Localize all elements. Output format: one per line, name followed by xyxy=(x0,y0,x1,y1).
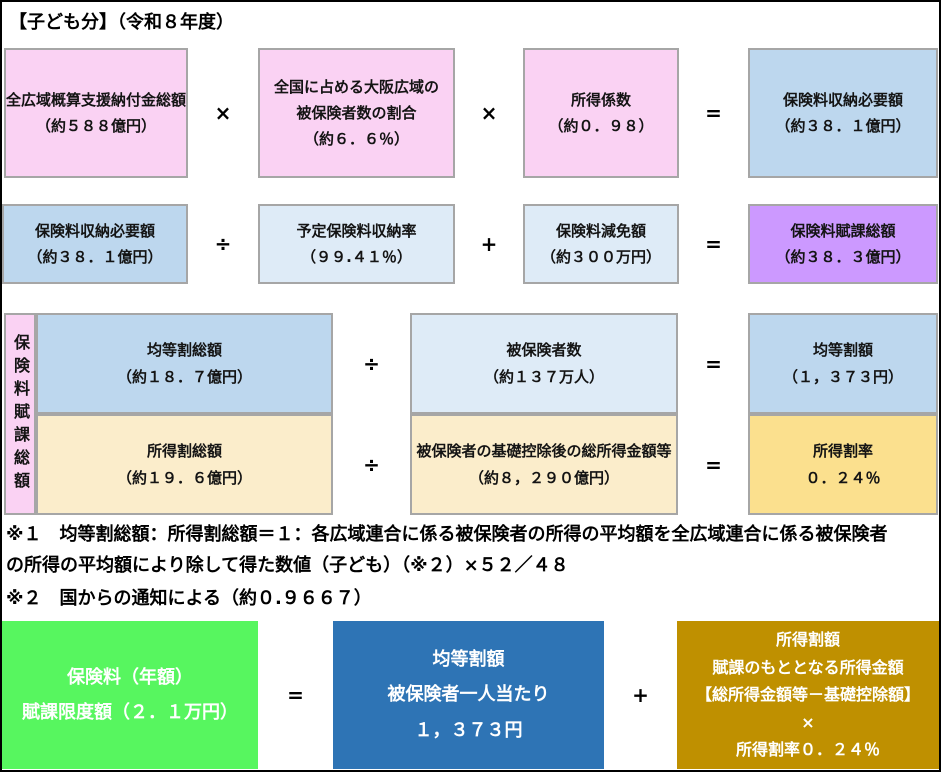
multiply-operator: × xyxy=(214,101,232,125)
box-line: 被保険者一人当たり xyxy=(387,684,550,706)
divide-operator: ÷ xyxy=(363,452,380,477)
box-line: 均等割額 xyxy=(812,341,873,360)
footnote-2: ※２ 国からの通知による（約０.９６６７） xyxy=(6,588,372,609)
box-line: （約１３７万人） xyxy=(483,367,604,386)
box-osaka-insured-ratio: 全国に占める大阪広域の 被保険者数の割合 （約６．６％） xyxy=(258,48,455,178)
box-line: 【総所得金額等－基礎控除額】 xyxy=(695,685,920,705)
box-line: （約５８８億円） xyxy=(35,117,156,135)
box-line: 被保険者の基礎控除後の総所得金額等 xyxy=(416,442,672,461)
box-line: 保険料賦課総額 xyxy=(790,221,896,240)
box-equal-split-amount: 均等割額 （１，３７３円） xyxy=(748,313,938,414)
box-line: 均等割額 xyxy=(432,649,505,671)
box-line: １，３７３円 xyxy=(414,719,523,741)
multiply-operator: × xyxy=(480,101,498,125)
divide-operator: ÷ xyxy=(214,232,232,256)
box-line: 保険料減免額 xyxy=(555,221,646,240)
box-line: 予定保険料収納率 xyxy=(296,221,417,240)
footnotes: ※１ 均等割総額：所得割総額＝１：各広域連合に係る被保険者の所得の平均額を全広域… xyxy=(6,520,938,616)
box-line: （９９.４１％） xyxy=(301,248,412,266)
box-total-levied-premium: 保険料賦課総額 （約３８．３億円） xyxy=(748,204,938,284)
box-line: 所得割総額 xyxy=(146,442,222,461)
box-line: （約１９．６億円） xyxy=(116,468,252,487)
box-income-levy-total: 所得割総額 （約１９．６億円） xyxy=(36,414,333,515)
box-insured-count: 被保険者数 （約１３７万人） xyxy=(410,313,678,414)
box-line: 全国に占める大阪広域の xyxy=(273,77,439,96)
box-line: （約１８．７億円） xyxy=(116,367,252,386)
equals-operator: = xyxy=(287,683,304,707)
box-annual-premium-cap: 保険料（年額） 賦課限度額（２．１万円） xyxy=(2,621,258,769)
box-income-levy-rate: 所得割率 ０．２４％ xyxy=(748,414,938,515)
equals-operator: = xyxy=(705,232,722,256)
plus-operator: + xyxy=(480,232,498,256)
box-equal-split-total: 均等割総額 （約１８．７億円） xyxy=(36,313,333,414)
box-planned-collection-rate: 予定保険料収納率 （９９.４１％） xyxy=(258,204,455,284)
box-line: 賦課限度額（２．１万円） xyxy=(22,702,238,723)
equals-operator: = xyxy=(705,101,722,125)
footnote-1-line-1: ※１ 均等割総額：所得割総額＝１：各広域連合に係る被保険者の所得の平均額を全広域… xyxy=(6,524,888,545)
equals-operator: = xyxy=(705,351,722,376)
box-income-coefficient: 所得係数 （約０．９８） xyxy=(523,48,679,178)
box-total-support-payment: 全広域概算支援納付金総額 （約５８８億円） xyxy=(4,48,188,178)
page-title: 【子ども分】（令和８年度） xyxy=(9,12,234,33)
box-line: 被保険者数の割合 xyxy=(296,103,417,122)
side-label-total-levied-premium: 保険料賦課総額 xyxy=(4,313,36,515)
box-line: （約３８．１億円） xyxy=(27,248,163,266)
box-line: 所得割率 xyxy=(812,442,873,461)
box-line: （約６．６％） xyxy=(303,130,409,149)
box-required-premium-collection: 保険料収納必要額 （約３８．１億円） xyxy=(748,48,938,178)
equals-operator: = xyxy=(705,452,722,477)
box-line: 被保険者数 xyxy=(506,341,582,360)
box-line: （約３８．３億円） xyxy=(775,248,911,266)
box-total-income-after-deduction: 被保険者の基礎控除後の総所得金額等 （約８，２９０億円） xyxy=(410,414,678,515)
box-line: 保険料収納必要額 xyxy=(34,221,155,240)
box-line: 所得係数 xyxy=(570,90,631,109)
box-income-levy-amount: 所得割額 賦課のもととなる所得金額 【総所得金額等－基礎控除額】 × 所得割率０… xyxy=(677,621,939,769)
box-line: （約０．９８） xyxy=(548,117,654,135)
box-line: （約３８．１億円） xyxy=(775,117,911,135)
box-line: ０．２４％ xyxy=(805,468,881,487)
box-line: 均等割総額 xyxy=(146,341,222,360)
box-line: 保険料（年額） xyxy=(67,666,193,688)
box-line: 所得割率０．２４％ xyxy=(735,740,880,760)
box-line: （約３００万円） xyxy=(540,248,661,266)
box-line: 全広域概算支援納付金総額 xyxy=(6,90,187,109)
box-required-premium-collection2: 保険料収納必要額 （約３８．１億円） xyxy=(2,204,188,284)
box-per-capita-amount: 均等割額 被保険者一人当たり １，３７３円 xyxy=(333,621,604,769)
divide-operator: ÷ xyxy=(363,351,380,376)
box-line: 保険料収納必要額 xyxy=(782,90,903,109)
box-line: （約８，２９０億円） xyxy=(468,468,619,487)
box-line: 賦課のもととなる所得金額 xyxy=(712,657,904,677)
multiply-symbol: × xyxy=(801,712,815,732)
box-line: 所得割額 xyxy=(775,630,840,650)
box-line: （１，３７３円） xyxy=(782,367,903,386)
footnote-1-line-2: の所得の平均額により除して得た数値（子ども）（※２）×５２／４８ xyxy=(6,555,569,576)
plus-operator: + xyxy=(632,683,649,707)
box-premium-reduction: 保険料減免額 （約３００万円） xyxy=(523,204,679,284)
